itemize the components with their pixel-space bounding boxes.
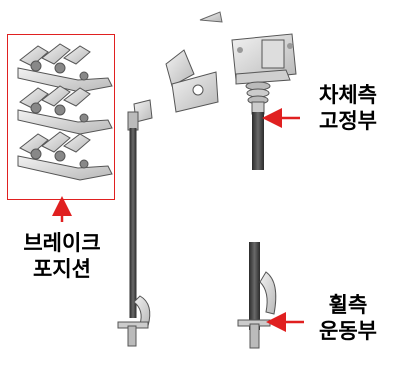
brake-position-label: 브레이크 포지션	[14, 230, 110, 282]
floating-plate	[199, 11, 223, 23]
wheel-side-moving-label-line1: 휠측	[328, 293, 368, 317]
body-side-fixed-label-line2: 고정부	[319, 109, 377, 133]
left-rod-assembly	[117, 99, 153, 347]
wheel-side-moving-label-line2: 운동부	[319, 319, 377, 343]
brake-position-bracket-set	[17, 43, 113, 181]
body-side-fixed-label-line1: 차체측	[319, 83, 377, 107]
body-side-fixed-part	[231, 33, 297, 170]
angled-bracket	[165, 49, 219, 113]
brake-position-label-line1: 브레이크	[23, 231, 101, 255]
body-side-fixed-label: 차체측 고정부	[308, 82, 388, 134]
brake-position-label-line2: 포지션	[33, 257, 91, 281]
bracket-cluster-top	[17, 43, 113, 93]
bracket-cluster-bottom	[17, 131, 113, 181]
bracket-cluster-middle	[17, 85, 113, 135]
wheel-side-moving-label: 휠측 운동부	[308, 292, 388, 344]
wheel-side-moving-part	[237, 242, 277, 349]
brake-position-highlight-box	[7, 34, 115, 200]
